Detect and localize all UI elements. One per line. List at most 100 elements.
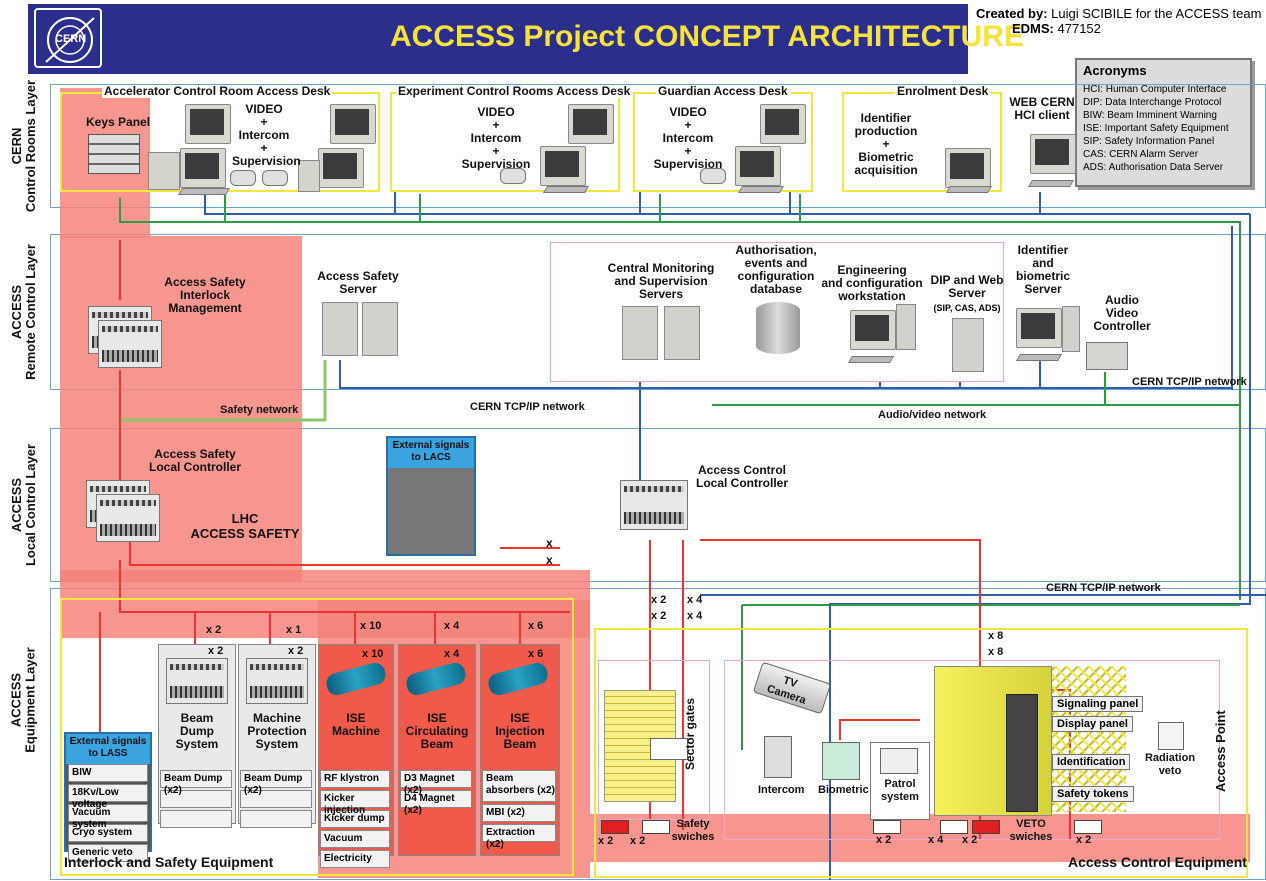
lhc-access-safety-label: LHC ACCESS SAFETY bbox=[190, 511, 300, 541]
monitor-icon bbox=[330, 104, 376, 144]
web-client-label: WEB CERN HCI client bbox=[1009, 95, 1075, 122]
safety-switch-mult: x 2 bbox=[630, 835, 646, 847]
acc-vis-text: VIDEO+Intercom+Supervision bbox=[232, 102, 301, 168]
mult-label: x 2 bbox=[651, 594, 667, 606]
ext-signals-lass-box: External signals to LASS BIW 18Kv/Low vo… bbox=[64, 732, 152, 862]
ise-injection-item: MBI (x2) bbox=[482, 804, 556, 822]
av-network-label: Audio/video network bbox=[878, 409, 987, 421]
accelerator-desk-title: Accelerator Control Room Access Desk bbox=[102, 84, 333, 98]
keyboard-icon bbox=[177, 188, 231, 195]
keyboard-icon bbox=[1015, 354, 1063, 361]
guardian-desk-title: Guardian Access Desk bbox=[656, 84, 790, 98]
identifier-server-label: Identifier and biometric Server bbox=[1015, 243, 1070, 296]
keyboard-icon bbox=[1027, 180, 1075, 187]
monitor-icon bbox=[318, 148, 364, 188]
cabin-panel-icon bbox=[1006, 694, 1038, 812]
ise-machine-label: ISE Machine bbox=[331, 711, 380, 738]
acronyms-title: Acronyms bbox=[1083, 63, 1147, 78]
mult-label: x 2 bbox=[206, 624, 222, 636]
acronym-item: HCI: Human Computer Interface bbox=[1083, 84, 1227, 95]
sector-gates-box bbox=[598, 660, 710, 820]
access-point-box bbox=[724, 660, 1220, 840]
audio-video-label: Audio Video Controller bbox=[1093, 293, 1151, 333]
logo-text: CERN bbox=[55, 33, 87, 45]
veto-switch-icon bbox=[873, 820, 901, 834]
acronyms-list: HCI: Human Computer Interface DIP: Data … bbox=[1083, 83, 1229, 174]
mult-label: x 2 bbox=[288, 645, 304, 657]
mult-label: x 2 bbox=[208, 645, 224, 657]
mult-label: x 1 bbox=[286, 624, 302, 636]
mult-label: x 8 bbox=[988, 630, 1004, 642]
phone-icon bbox=[500, 168, 526, 184]
auth-db-label: Authorisation, events and configuration … bbox=[735, 243, 817, 296]
ext-signals-lacs-box: External signals to LACS bbox=[386, 436, 476, 556]
machine-protection-list: Beam Dump (x2) bbox=[240, 770, 312, 830]
keys-panel-label: Keys Panel bbox=[86, 115, 151, 129]
created-by-label: Created by: bbox=[976, 6, 1048, 21]
ise-circulating-item: D3 Magnet (x2) bbox=[400, 770, 472, 796]
keyboard-icon bbox=[847, 356, 895, 363]
server-tower-icon bbox=[362, 302, 398, 356]
monitor-icon bbox=[180, 148, 226, 188]
acronym-item: DIP: Data Interchange Protocol bbox=[1083, 97, 1222, 108]
safety-region-bottom-strip bbox=[590, 814, 1250, 862]
asim-label: Access Safety Interlock Management bbox=[164, 275, 246, 315]
safety-switch-icon bbox=[642, 820, 670, 834]
radiation-veto-label: Radiation veto bbox=[1144, 752, 1196, 777]
computer-base-icon bbox=[148, 152, 180, 190]
mult-label: x 4 bbox=[444, 648, 460, 660]
guard-vis-text: VIDEO+Intercom+Supervision bbox=[653, 105, 723, 171]
monitor-icon bbox=[850, 310, 896, 350]
database-icon bbox=[756, 302, 800, 354]
safety-switch-mult: x 2 bbox=[598, 835, 614, 847]
mult-label: x 4 bbox=[444, 620, 460, 632]
veto-switch-icon bbox=[1074, 820, 1102, 834]
monitor-icon bbox=[185, 104, 231, 144]
edms: EDMS: 477152 bbox=[1012, 21, 1101, 36]
lacs-x1: x bbox=[546, 536, 553, 550]
phone-icon bbox=[230, 170, 256, 186]
safety-switches-label: Safety swiches bbox=[671, 818, 715, 843]
veto-switches-label: VETO swiches bbox=[1009, 818, 1053, 843]
access-control-title: Access Control Equipment bbox=[1068, 854, 1247, 870]
lacs-x2: x bbox=[546, 553, 553, 567]
ext-signals-lacs-title: External signals to LACS bbox=[388, 438, 474, 468]
patrol-icon bbox=[880, 748, 918, 774]
access-control-equipment-box bbox=[594, 628, 1248, 878]
server-tower-icon bbox=[664, 306, 700, 360]
server-tower-icon bbox=[1062, 306, 1080, 352]
interlock-title: Interlock and Safety Equipment bbox=[64, 854, 274, 870]
identification-label: Identification bbox=[1052, 754, 1131, 770]
patrol-label: Patrol system bbox=[881, 778, 919, 803]
cern-tcp-mid-label: CERN TCP/IP network bbox=[470, 401, 585, 413]
keyboard-icon bbox=[542, 186, 590, 193]
ac-local-controller-label: Access Control Local Controller bbox=[695, 463, 788, 490]
mult-label: x 10 bbox=[362, 648, 384, 660]
signaling-panel-label: Signaling panel bbox=[1052, 696, 1144, 712]
biometric-icon bbox=[822, 742, 860, 780]
mult-label: x 4 bbox=[687, 594, 703, 606]
intercom-label: Intercom bbox=[758, 784, 805, 796]
monitor-icon bbox=[760, 104, 806, 144]
created-by: Created by: Luigi SCIBILE for the ACCESS… bbox=[976, 6, 1261, 21]
aslc-rack-icon bbox=[96, 494, 160, 542]
phone-icon bbox=[700, 168, 726, 184]
experiment-desk-title: Experiment Control Rooms Access Desk bbox=[396, 84, 633, 98]
ise-machine-item: RF klystron bbox=[320, 770, 390, 788]
acronym-item: SIP: Safety Information Panel bbox=[1083, 136, 1215, 147]
created-by-value: Luigi SCIBILE for the ACCESS team bbox=[1051, 6, 1262, 21]
ise-injection-list: Beam absorbers (x2) MBI (x2) Extraction … bbox=[482, 770, 556, 850]
mult-label: x 8 bbox=[988, 646, 1004, 658]
machine-protection-label: Machine Protection System bbox=[247, 711, 307, 751]
exp-vis-text: VIDEO+Intercom+Supervision bbox=[461, 105, 531, 171]
ext-signals-lass-title: External signals to LASS bbox=[66, 734, 150, 764]
monitor-icon bbox=[735, 146, 781, 186]
machine-protection-rack-icon bbox=[246, 658, 308, 704]
server-tower-icon bbox=[896, 304, 916, 350]
enrolment-desk-title: Enrolment Desk bbox=[895, 84, 991, 98]
monitor-icon bbox=[1030, 134, 1076, 174]
server-tower-icon bbox=[952, 318, 984, 372]
ise-circulating-label: ISE Circulating Beam bbox=[405, 711, 469, 751]
monitor-icon bbox=[945, 148, 991, 188]
